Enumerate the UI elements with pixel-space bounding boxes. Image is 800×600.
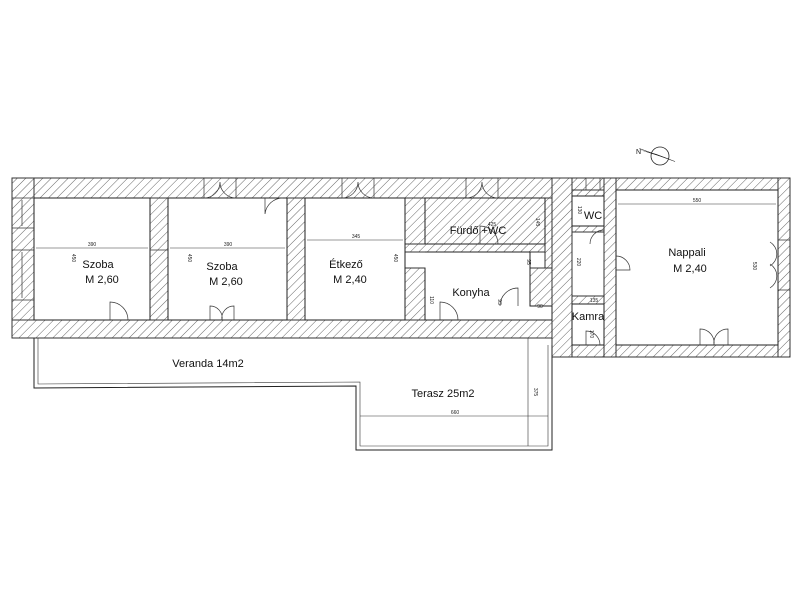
veranda-name: Veranda 14m2 — [172, 358, 244, 370]
etkezo-dim-w: 345 — [352, 234, 361, 240]
wall-furdo-east — [544, 197, 553, 269]
terrace-outer — [33, 338, 553, 451]
veranda-terasz-outline — [33, 338, 553, 451]
szoba1-dim-h: 450 — [70, 254, 76, 263]
terasz-dim-w: 660 — [451, 410, 460, 416]
north-arrow-icon: N — [636, 146, 676, 166]
konyha-dim-a: 110 — [428, 296, 434, 304]
etkezo-name: Étkező — [329, 258, 363, 271]
szoba1-dim-w: 390 — [88, 242, 97, 248]
door-furdo — [479, 225, 499, 245]
svg-text:N: N — [636, 149, 641, 156]
wall-etkezo-east-upper — [404, 197, 426, 245]
door-konyha-east — [499, 287, 519, 307]
wall-szoba-divider — [149, 197, 169, 321]
kamra-outline — [571, 303, 605, 346]
konyha-dim-b: 90 — [537, 304, 543, 310]
wall-top-left — [11, 177, 573, 199]
wc-outline — [571, 195, 605, 227]
window-nappali-east — [769, 239, 790, 291]
szoba1-height: M 2,60 — [85, 274, 119, 286]
terasz-dim-h: 375 — [532, 388, 538, 397]
etkezo-dim-h: 450 — [392, 254, 398, 263]
kamra-name: Kamra — [572, 311, 605, 323]
furdo-name: Fürdő +WC — [450, 225, 507, 237]
szoba2-dim-w: 390 — [224, 242, 233, 248]
window-furdo-top — [465, 178, 499, 199]
door-konyha — [439, 301, 459, 321]
wall-furdo-bottom — [404, 243, 546, 253]
furdo-outline — [424, 197, 546, 245]
nappali-dim-w: 550 — [693, 198, 702, 204]
interior-walls — [149, 189, 605, 321]
terasz-name: Terasz 25m2 — [412, 388, 475, 400]
etkezo-height: M 2,40 — [333, 274, 367, 286]
wc-name: WC — [584, 210, 602, 222]
wall-left — [11, 177, 35, 339]
wall-right — [777, 177, 791, 358]
windows — [12, 178, 790, 301]
door-nappali-west — [615, 255, 631, 271]
konyha-dim-c: 93 — [496, 299, 502, 305]
nappali-name: Nappali — [668, 247, 705, 259]
wc-dim-h: 130 — [576, 206, 582, 215]
wall-etkezo-divider — [286, 197, 306, 321]
nappali-height: M 2,40 — [673, 263, 707, 275]
exterior-walls — [11, 177, 791, 358]
szoba2-outline — [167, 197, 288, 321]
wall-bottom-right — [551, 344, 791, 358]
kamra-dim-w: 135 — [590, 298, 599, 304]
szoba2-dim-h: 450 — [186, 254, 192, 263]
etkezo-outline — [304, 197, 406, 321]
door-szoba1 — [109, 301, 129, 321]
nappali-outline — [615, 189, 779, 346]
door-wc — [589, 229, 605, 245]
furdo-area — [424, 197, 546, 245]
door-szoba2-etkezo — [264, 197, 284, 215]
wall-divider-east — [551, 177, 573, 358]
konyha-outline — [424, 251, 553, 321]
szoba1-outline — [33, 197, 151, 321]
szoba2-height: M 2,60 — [209, 276, 243, 288]
door-nappali-south — [699, 328, 729, 346]
furdo-dim-w: 425 — [488, 222, 497, 228]
door-szoba2 — [209, 305, 235, 321]
szoba2-name: Szoba — [206, 261, 238, 273]
room-outlines — [33, 189, 779, 346]
room-labels: Szoba M 2,60 390 450 Szoba M 2,60 390 45… — [70, 198, 757, 416]
wall-kamra-top — [571, 295, 605, 305]
wall-wc-top — [571, 189, 605, 197]
dimension-lines — [36, 203, 776, 417]
doors — [109, 197, 729, 346]
wall-bottom-left — [11, 319, 553, 339]
konyha-dim-d: 95 — [525, 259, 531, 265]
door-kamra — [585, 330, 601, 346]
wall-konyha-east — [529, 267, 553, 307]
wall-etkezo-east-lower — [404, 267, 426, 321]
konyha-name: Konyha — [452, 287, 490, 299]
terrace-inner — [37, 338, 549, 447]
window-wc — [585, 178, 601, 190]
kamra-dim-side: 220 — [575, 258, 581, 267]
nappali-dim-h: 530 — [751, 262, 757, 271]
kamra-dim-h: 170 — [588, 330, 594, 339]
furdo-dim-h: 145 — [534, 218, 540, 227]
szoba1-name: Szoba — [82, 259, 114, 271]
window-etkezo-top — [341, 178, 375, 199]
window-szoba2-top — [203, 178, 237, 199]
window-left-wall — [12, 197, 34, 301]
wall-nappali-west — [603, 177, 617, 358]
